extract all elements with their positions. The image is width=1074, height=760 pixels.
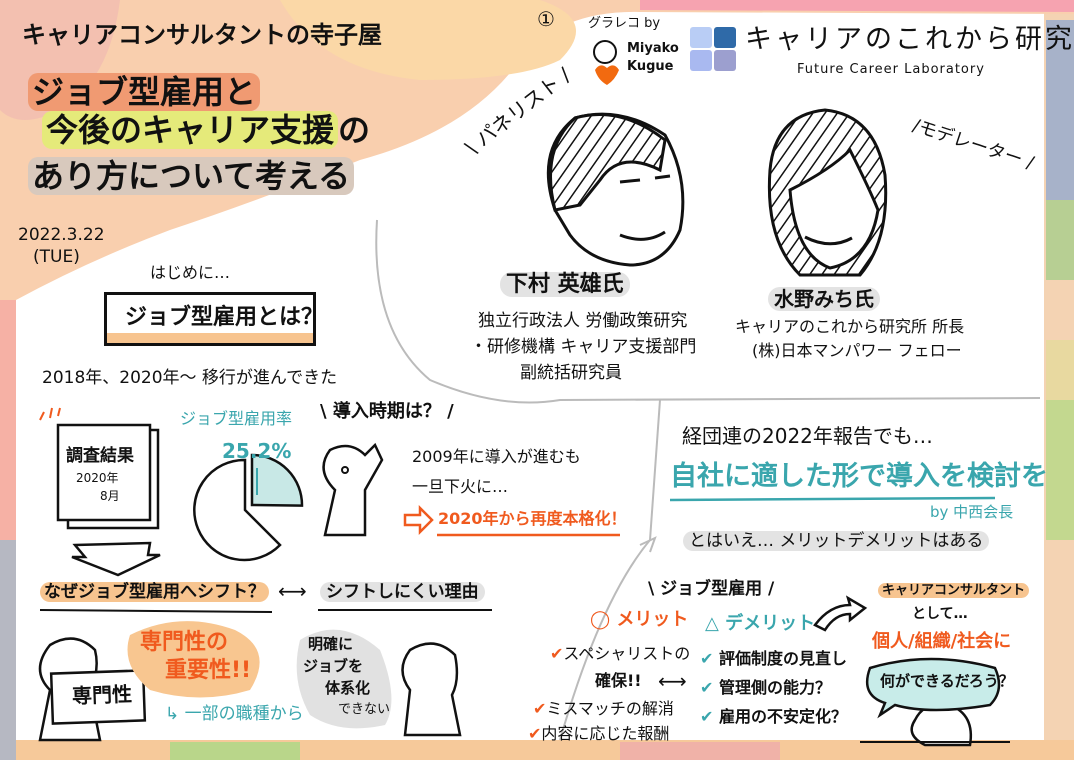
trend-text: 2018年、2020年〜 移行が進んできた bbox=[42, 368, 338, 388]
keidanren-lead: 経団連の2022年報告でも… bbox=[682, 424, 933, 448]
reason-line-3: 体系化 bbox=[325, 679, 371, 697]
merit-item: ミスマッチの解消 bbox=[546, 699, 674, 718]
importance-line-2: 重要性!! bbox=[165, 658, 252, 683]
title-line-1: ジョブ型雇用と bbox=[28, 73, 261, 111]
timing-label: \ 導入時期は？ / bbox=[320, 401, 454, 422]
sign-text: 専門性 bbox=[71, 681, 133, 709]
logo-square bbox=[690, 50, 712, 71]
demerit-item: 管理側の能力？ bbox=[718, 678, 831, 697]
panelist-affiliation-1: 独立行政法人 労働政策研究 bbox=[478, 311, 688, 331]
survey-date-year: 2020年 bbox=[76, 471, 119, 485]
merit-label: メリット bbox=[616, 609, 689, 630]
rate-value: 25.2% bbox=[222, 439, 292, 463]
merit-item: スペシャリストの bbox=[563, 644, 691, 663]
reason-line-1: 明確に bbox=[308, 635, 354, 653]
merit-heading: ◯ メリット bbox=[590, 609, 689, 631]
check-icon: ✔ bbox=[700, 707, 714, 726]
title-line-2-suffix: の bbox=[338, 111, 371, 149]
consultant-targets: 個人/組織/社会に bbox=[872, 631, 1012, 652]
credit-name-1: Miyako bbox=[627, 41, 679, 56]
credit-label: グラレコ by bbox=[588, 16, 661, 31]
proscons-title: \ ジョブ型雇用 / bbox=[648, 579, 775, 599]
org-name-en: Future Career Laboratory bbox=[797, 62, 985, 77]
consultant-question: 何ができるだろう？ bbox=[880, 672, 1014, 690]
why-arrow: ⟷ bbox=[278, 579, 307, 603]
demerit-item: 雇用の不安定化？ bbox=[718, 707, 847, 726]
consultant-label: キャリアコンサルタント bbox=[878, 583, 1030, 598]
however-text: とはいえ… メリットデメリットはある bbox=[683, 531, 990, 551]
reason-line-2: ジョブを bbox=[303, 657, 364, 675]
importance-line-1: 専門性の bbox=[140, 630, 229, 655]
check-icon: ✔ bbox=[700, 678, 714, 697]
timing-line-2: 一旦下火に… bbox=[412, 477, 509, 496]
org-name: キャリアのこれから研究所 bbox=[745, 24, 1074, 55]
demerit-label: デメリット bbox=[725, 613, 816, 634]
triangle-icon: △ bbox=[705, 613, 719, 634]
series-title: キャリアコンサルタントの寺子屋 bbox=[22, 21, 382, 49]
logo-square bbox=[714, 50, 736, 71]
moderator-portrait bbox=[767, 108, 888, 277]
logo-square bbox=[690, 27, 712, 48]
pie-slice-job-type bbox=[250, 453, 304, 507]
timing-line-3: 2020年から再度本格化！ bbox=[438, 509, 627, 528]
page-number: ① bbox=[537, 7, 555, 31]
event-weekday: (TUE) bbox=[33, 247, 80, 267]
check-icon: ✔ bbox=[528, 724, 542, 743]
check-icon: ✔ bbox=[550, 644, 564, 663]
reason-line-4: できない bbox=[338, 702, 391, 717]
proscons-arrow: ⟷ bbox=[658, 669, 687, 693]
merit-item: 内容に応じた報酬 bbox=[541, 724, 670, 743]
panelist-affiliation-2: ・研修機構 キャリア支援部門 bbox=[470, 337, 697, 357]
circle-icon: ◯ bbox=[590, 609, 611, 630]
intro-question-box: ジョブ型雇用とは？ bbox=[104, 292, 323, 346]
intro-lead: はじめに… bbox=[150, 263, 231, 282]
timing-line-1: 2009年に導入が進むも bbox=[412, 447, 581, 466]
demerit-item: 評価制度の見直し bbox=[718, 649, 847, 668]
survey-date-month: 8月 bbox=[100, 489, 120, 503]
survey-title: 調査結果 bbox=[66, 446, 134, 466]
panelist-title: 副統括研究員 bbox=[520, 363, 622, 383]
title-line-2: 今後のキャリア支援 bbox=[42, 111, 339, 149]
org-logo bbox=[690, 27, 736, 71]
why-counter: シフトしにくい理由 bbox=[320, 582, 485, 602]
demerit-heading: △ デメリット bbox=[705, 613, 816, 635]
title-line-3: あり方について考える bbox=[28, 157, 355, 195]
why-question: なぜジョブ型雇用へシフト？ bbox=[40, 582, 269, 602]
consultant-as: として… bbox=[912, 606, 968, 622]
panelist-name: 下村 英雄氏 bbox=[500, 272, 630, 297]
merit-item: 確保!! bbox=[595, 671, 642, 690]
keidanren-quote: 自社に適した形で導入を検討を bbox=[670, 461, 1048, 492]
some-jobs: ↳ 一部の職種から bbox=[165, 704, 304, 724]
check-icon: ✔ bbox=[700, 649, 714, 668]
check-icon: ✔ bbox=[533, 699, 547, 718]
credit-name-2: Kugue bbox=[627, 59, 674, 74]
event-date: 2022.3.22 bbox=[18, 225, 105, 245]
panelist-portrait bbox=[546, 112, 685, 267]
keidanren-by: by 中西会長 bbox=[930, 503, 1014, 521]
moderator-affiliation-1: キャリアのこれから研究所 所長 bbox=[735, 317, 965, 336]
moderator-affiliation-2: (株)日本マンパワー フェロー bbox=[752, 341, 962, 360]
moderator-name: 水野みち氏 bbox=[768, 287, 880, 311]
logo-square bbox=[714, 27, 736, 48]
rate-label: ジョブ型雇用率 bbox=[180, 409, 293, 428]
intro-question: ジョブ型雇用とは？ bbox=[125, 305, 324, 330]
